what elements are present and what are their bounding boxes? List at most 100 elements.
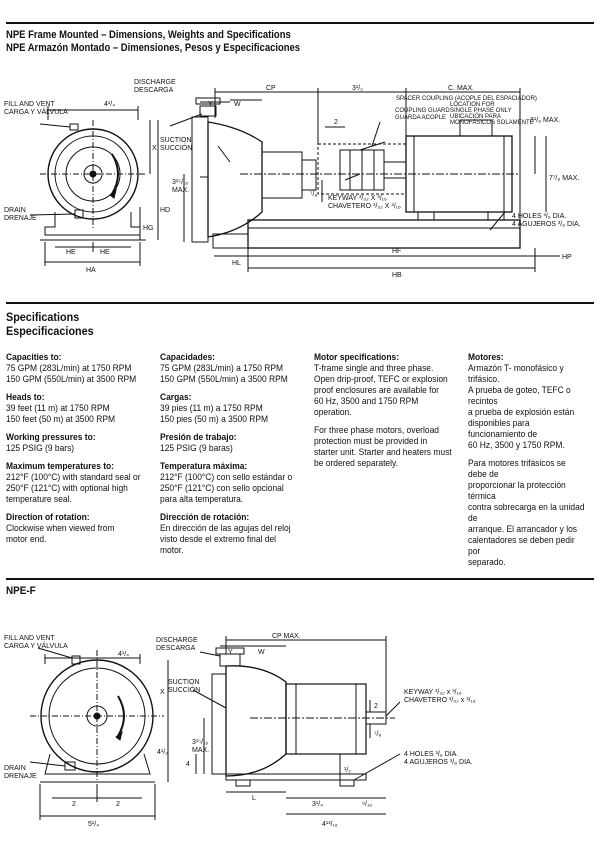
motor-spec-heading: Motor specifications: <box>314 352 400 362</box>
dim-he-right: HE <box>100 249 110 256</box>
rotacion-heading: Dirección de rotación: <box>160 512 250 522</box>
dim-7-8: ⁷/₈ <box>310 191 317 198</box>
npef-discharge-label: DISCHARGE <box>156 637 198 644</box>
dim-3-18-max: 3¹/₈ MAX. <box>530 117 560 124</box>
suction-label-es: SUCCIÓN <box>160 143 192 152</box>
max-temperature-line: temperature seal. <box>6 494 72 504</box>
motores-line: calentadores se deben pedir por <box>468 535 575 556</box>
npef-suction-label: SUCTION <box>168 679 200 686</box>
motores-line: proporcionar la protección térmica <box>468 480 566 501</box>
working-pressure-line: 125 PSIG (9 bars) <box>6 443 75 453</box>
npef-keyway-label-es: CHAVETERO ³/₃₂ x ³/₁₆ <box>404 697 476 704</box>
npef-dim-3-1516: 3¹⁵/₁₆ <box>192 739 208 746</box>
npef-holes-label: 4 HOLES ³/₈ DIA. <box>404 751 458 758</box>
motores-line: Para motores trifásicos se debe de <box>468 458 566 479</box>
rotation-line: motor end. <box>6 534 47 544</box>
npef-drain-label-es: DRENAJE <box>4 773 37 780</box>
temperatura-line: 250°F (121°C) con sello opcional <box>160 483 284 493</box>
location-line-1: LOCATION FOR <box>450 102 495 108</box>
dim-hd: HD <box>160 207 170 214</box>
drain-label-es: DRENAJE <box>4 215 37 222</box>
npef-dim-cp-max: CP MAX. <box>272 633 301 640</box>
dim-w: W <box>234 101 241 108</box>
npef-title: NPE-F <box>6 585 36 597</box>
spec-rule <box>6 302 594 304</box>
npef-dim-4-1316: 4¹³/₁₆ <box>322 821 338 828</box>
discharge-label: DISCHARGE <box>134 79 176 86</box>
keyway-label: KEYWAY ³/₃₂ X ³/₁₆ <box>328 195 387 202</box>
spacer-coupling-label: SPACER COUPLING (ACOPLE DEL ESPACIADOR) <box>396 96 537 102</box>
max-temperature-line: 212°F (100°C) with standard seal or <box>6 472 141 482</box>
heads-heading: Heads to: <box>6 392 45 402</box>
coupling-guard-label-es: GUARDA ACOPLE <box>395 115 446 121</box>
fill-vent-label: FILL AND VENT <box>4 101 55 108</box>
fill-vent-label-es: CARGA Y VÁLVULA <box>4 107 68 116</box>
npef-dim-4: 4 <box>186 761 190 768</box>
motor-spec-line: Open drip-proof, TEFC or explosion <box>314 374 448 384</box>
npe-f-dimension-drawing: FILL AND VENT CARGA Y VÁLVULA DRAIN DREN… <box>4 633 476 828</box>
capacities-heading: Capacities to: <box>6 352 62 362</box>
motores-line: Armazón T- monofásico y trifásico. <box>468 363 564 384</box>
motores-line: arranque. El arrancador y los <box>468 524 578 534</box>
npef-rule <box>6 578 594 580</box>
holes-label-es: 4 AGUJEROS ³/₈ DIA. <box>512 221 581 228</box>
motor-spec-line: For three phase motors, overload <box>314 425 439 435</box>
heads-line: 39 feet (11 m) at 1750 RPM <box>6 403 110 413</box>
spec-column-motor-spanish: Motores: Armazón T- monofásico y trifási… <box>468 352 596 568</box>
rotacion-line: En dirección de las agujas del reloj <box>160 523 291 533</box>
rotacion-line: visto desde el extremo final del <box>160 534 277 544</box>
keyway-label-es: CHAVETERO ³/₃₂ X ³/₁₆ <box>328 203 401 210</box>
npef-dim-y: Y <box>228 649 233 656</box>
npef-side-view <box>192 636 401 815</box>
motores-line: 60 Hz, 3500 y 1750 RPM. <box>468 440 565 450</box>
dim-he-left: HE <box>66 249 76 256</box>
dim-2: 2 <box>334 119 338 126</box>
motores-line: contra sobrecarga en la unidad de <box>468 502 585 523</box>
spec-title-en: Specifications <box>6 310 80 324</box>
location-line-3: UBICACIÓN PARA <box>450 113 501 120</box>
page-title-es: NPE Armazón Montado – Dimensiones, Pesos… <box>6 42 301 54</box>
npef-front-view <box>29 647 169 820</box>
cargas-heading: Cargas: <box>160 392 192 402</box>
npef-dim-2-left: 2 <box>72 801 76 808</box>
location-line-4: MONOFÁSICOS SOLAMENTE <box>450 119 534 126</box>
npef-fill-vent-label-es: CARGA Y VÁLVULA <box>4 641 68 650</box>
motores-line: A prueba de goteo, TEFC o recintos <box>468 385 571 406</box>
motores-line: separado. <box>468 557 506 567</box>
npef-discharge-label-es: DESCARGA <box>156 645 196 652</box>
npef-dim-4-half: 4¹/₂ <box>157 749 168 756</box>
motores-line: a prueba de explosión están <box>468 407 575 417</box>
dim-max: MAX. <box>172 187 189 194</box>
motor-spec-line: T-frame single and three phase. <box>314 363 434 373</box>
npef-dim-9-16: ⁹/₁₆ <box>362 801 372 808</box>
npef-suction-label-es: SUCCIÓN <box>168 685 200 694</box>
motores-heading: Motores: <box>468 352 504 362</box>
dim-hb: HB <box>392 272 402 279</box>
cargas-line: 150 pies (50 m) a 3500 RPM <box>160 414 269 424</box>
discharge-label-es: DESCARGA <box>134 87 174 94</box>
dim-3-1516: 3¹⁵/₁₆ <box>172 179 188 186</box>
motor-spec-line: proof enclosures are available for <box>314 385 439 395</box>
coupling-guard-label: COUPLING GUARD <box>395 108 450 114</box>
npef-dim-2-right: 2 <box>116 801 120 808</box>
capacities-line: 150 GPM (550L/min) at 3500 RPM <box>6 374 137 384</box>
temperatura-heading: Temperatura máxima: <box>160 461 248 471</box>
npef-dim-5-quarter: 5¹/₄ <box>88 821 99 828</box>
working-pressure-heading: Working pressures to: <box>6 432 96 442</box>
npef-fill-vent-label: FILL AND VENT <box>4 635 55 642</box>
page-title-en: NPE Frame Mounted – Dimensions, Weights … <box>6 29 291 41</box>
spec-column-english: Capacities to: 75 GPM (283L/min) at 1750… <box>6 352 156 545</box>
npef-keyway-label: KEYWAY ³/₃₂ x ³/₁₆ <box>404 689 462 696</box>
dim-3-half: 3¹/₂ <box>352 85 363 92</box>
dim-hl: HL <box>232 260 241 267</box>
dim-ha: HA <box>86 267 96 274</box>
motor-spec-line: 60 Hz, 3500 and 1750 RPM operation. <box>314 396 419 417</box>
npef-dim-half: ¹/₂ <box>344 767 351 774</box>
npef-dim-max: MAX. <box>192 747 209 754</box>
max-temperature-heading: Maximum temperatures to: <box>6 461 115 471</box>
dim-hf: HF <box>392 248 401 255</box>
npef-dim-3-quarter: 3¹/₄ <box>312 801 323 808</box>
npef-drain-label: DRAIN <box>4 765 26 772</box>
motor-spec-line: be ordered separately. <box>314 458 398 468</box>
temperatura-line: para alta temperatura. <box>160 494 244 504</box>
